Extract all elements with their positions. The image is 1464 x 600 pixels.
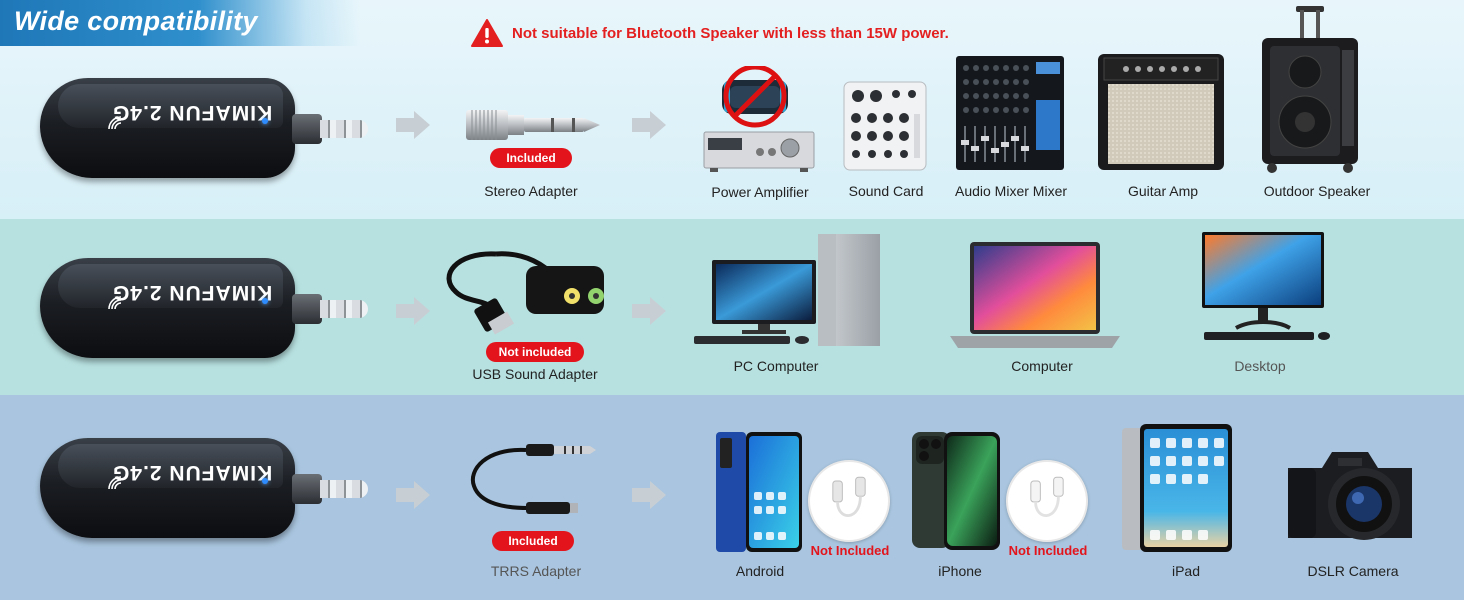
dslr-camera-image	[1288, 452, 1412, 540]
signal-icon	[108, 476, 122, 490]
wireless-transmitter: KIMAFUN 2.4G	[40, 258, 370, 358]
status-led	[262, 298, 268, 304]
title-banner	[0, 0, 360, 46]
device-label: Android	[735, 563, 785, 579]
audio-jack	[320, 120, 368, 138]
not-included-note: Not Included	[1008, 543, 1088, 558]
usb-c-dongle-icon	[832, 476, 866, 517]
warning-icon	[471, 19, 503, 47]
not-included-badge: Not included	[486, 342, 584, 362]
not-included-note: Not Included	[810, 543, 890, 558]
included-badge: Included	[490, 148, 572, 168]
audio-mixer-image	[956, 56, 1064, 170]
wireless-transmitter: KIMAFUN 2.4G	[40, 78, 370, 178]
device-label: Sound Card	[848, 183, 924, 199]
audio-jack	[320, 480, 368, 498]
usb-sound-adapter-label: USB Sound Adapter	[472, 366, 598, 382]
device-brand: KIMAFUN 2.4G	[112, 461, 273, 484]
arrow-right-icon	[396, 111, 430, 139]
android-phone-image	[716, 432, 802, 552]
device-label: PC Computer	[733, 358, 819, 374]
ipad-image	[1122, 424, 1232, 552]
device-label: Audio Mixer Mixer	[954, 183, 1068, 199]
desktop-image	[1202, 232, 1330, 340]
lightning-dongle-inset	[1006, 460, 1088, 542]
arrow-right-icon	[632, 111, 666, 139]
device-label: iPhone	[938, 563, 982, 579]
laptop-image	[950, 242, 1120, 348]
audio-jack	[320, 300, 368, 318]
outdoor-speaker-image	[1262, 6, 1358, 173]
device-label: Power Amplifier	[711, 184, 809, 200]
usb-sound-adapter-image	[446, 251, 604, 335]
usb-c-dongle-inset	[808, 460, 890, 542]
device-label: Outdoor Speaker	[1263, 183, 1371, 199]
included-badge: Included	[492, 531, 574, 551]
warning-text: Not suitable for Bluetooth Speaker with …	[512, 24, 949, 42]
arrow-right-icon	[632, 481, 666, 509]
page-title: Wide compatibility	[14, 6, 258, 36]
device-label: Computer	[1011, 358, 1073, 374]
device-brand: KIMAFUN 2.4G	[112, 101, 273, 124]
arrow-right-icon	[632, 297, 666, 325]
arrow-right-icon	[396, 297, 430, 325]
device-label: Desktop	[1234, 358, 1286, 374]
device-label: Guitar Amp	[1127, 183, 1199, 199]
power-warning: Not suitable for Bluetooth Speaker with …	[470, 18, 949, 48]
pc-computer-image	[694, 234, 880, 346]
signal-icon	[108, 116, 122, 130]
trrs-adapter-label: TRRS Adapter	[490, 563, 582, 579]
signal-icon	[108, 296, 122, 310]
device-label: DSLR Camera	[1307, 563, 1399, 579]
device-label: iPad	[1171, 563, 1201, 579]
device-brand: KIMAFUN 2.4G	[112, 281, 273, 304]
arrow-right-icon	[396, 481, 430, 509]
status-led	[262, 478, 268, 484]
stereo-adapter-label: Stereo Adapter	[484, 183, 578, 199]
guitar-amp-image	[1098, 54, 1224, 170]
iphone-image	[912, 432, 1000, 550]
status-led	[262, 118, 268, 124]
sound-card-image	[843, 81, 927, 171]
power-amplifier-image	[703, 66, 815, 172]
stereo-adapter-image	[466, 110, 600, 140]
trrs-adapter-image	[470, 444, 596, 514]
lightning-dongle-icon	[1030, 476, 1064, 517]
wireless-transmitter: KIMAFUN 2.4G	[40, 438, 370, 538]
